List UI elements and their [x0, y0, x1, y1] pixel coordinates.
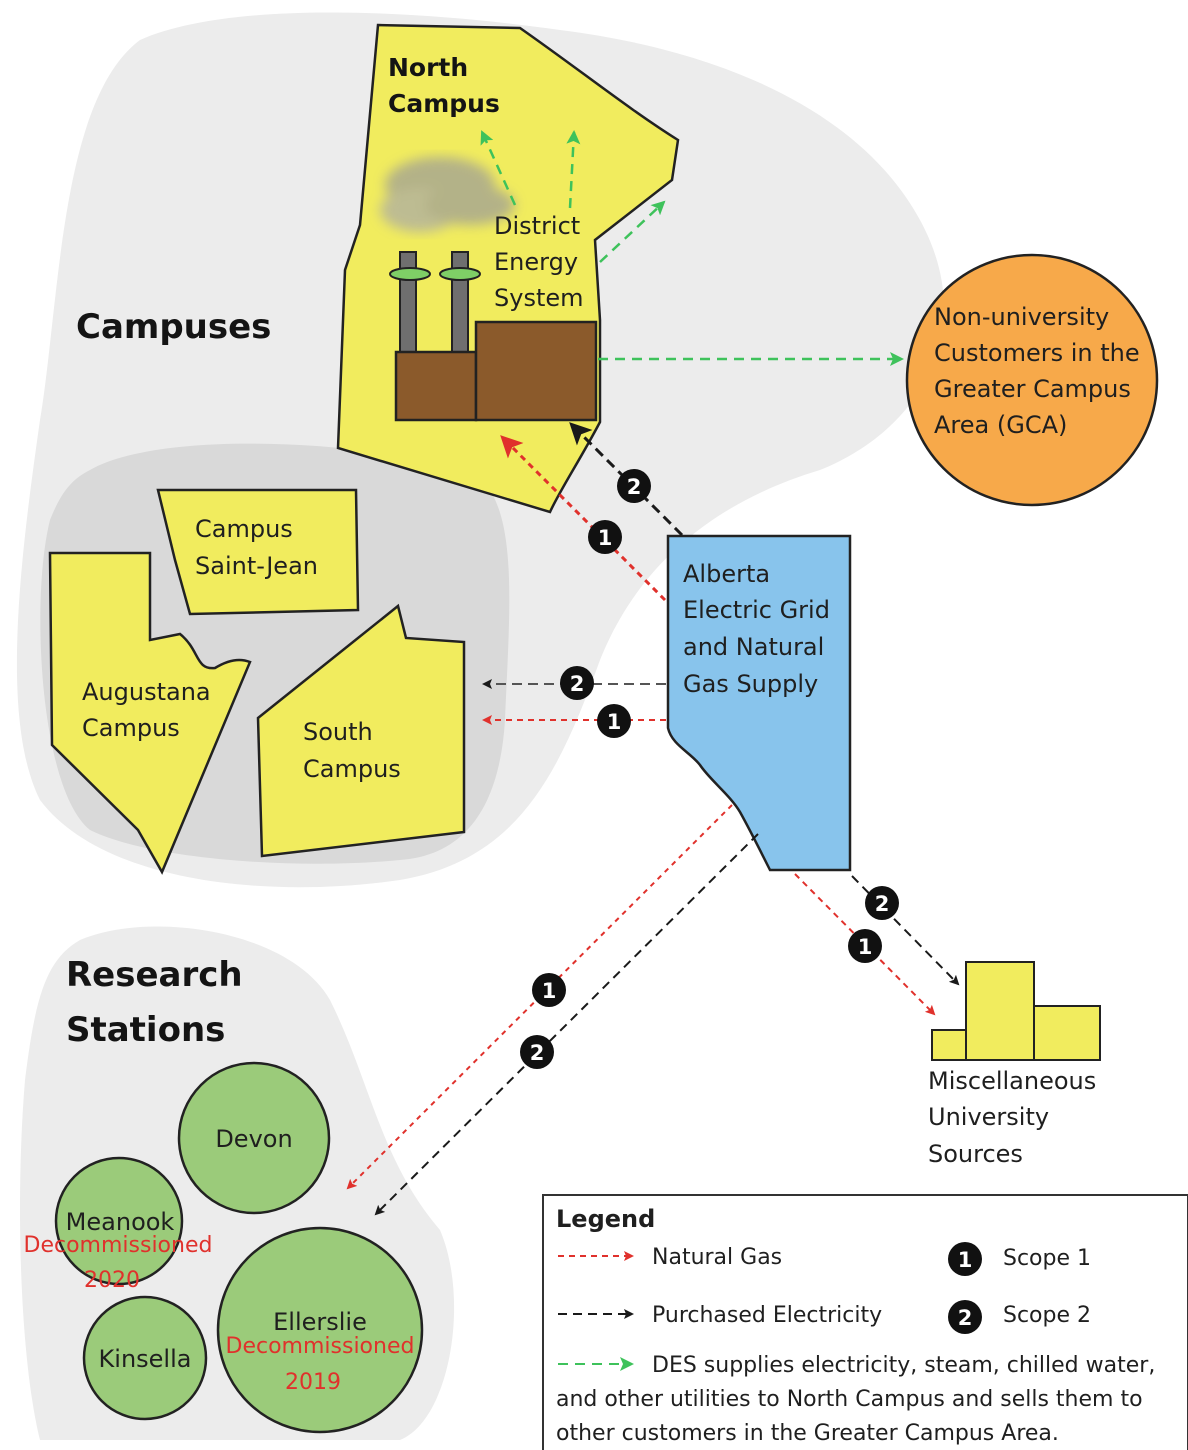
- misc-label-line3: Sources: [928, 1140, 1023, 1168]
- gca-label-line3: Greater Campus: [934, 375, 1131, 403]
- devon-label: Devon: [215, 1125, 292, 1153]
- misc-label-line1: Miscellaneous: [928, 1067, 1096, 1095]
- misc-label-line2: University: [928, 1103, 1049, 1131]
- legend-des-line3: other customers in the Greater Campus Ar…: [556, 1421, 1059, 1446]
- legend: Legend Natural Gas Purchased Electricity…: [542, 1194, 1188, 1450]
- scope-badge-2-research: 2: [520, 1035, 554, 1069]
- scope-badge-1-campuses: 1: [597, 704, 631, 738]
- ellerslie-decommissioned-note: Decommissioned: [226, 1334, 415, 1359]
- campuses-heading: Campuses: [76, 307, 271, 347]
- scope-badge-1-north: 1: [588, 520, 622, 554]
- scope-badge-2-north: 2: [617, 469, 651, 503]
- south-campus-line1: South: [303, 718, 373, 746]
- gca-label-line1: Non-university: [934, 303, 1109, 331]
- scope-badge-1-research: 1: [532, 973, 566, 1007]
- svg-text:2: 2: [627, 475, 642, 499]
- legend-natural-gas-label: Natural Gas: [652, 1245, 782, 1270]
- svg-text:2: 2: [958, 1306, 973, 1330]
- svg-text:1: 1: [958, 1248, 973, 1272]
- campus-saint-jean-shape: [156, 488, 360, 616]
- augustana-campus-shape: [48, 551, 252, 875]
- des-arrow-up-3: [599, 200, 666, 263]
- misc-sources-buildings: [931, 961, 1101, 1061]
- meanook-decommissioned-year: 2020: [84, 1268, 140, 1293]
- legend-scope2-badge: 2: [948, 1300, 982, 1334]
- meanook-station-circle: [54, 1156, 184, 1286]
- electricity-arrow-to-research-stations: [374, 833, 759, 1216]
- legend-des-line1: DES supplies electricity, steam, chilled…: [652, 1353, 1155, 1378]
- gca-label-line2: Customers in the: [934, 339, 1140, 367]
- legend-scope1-label: Scope 1: [1003, 1246, 1091, 1271]
- legend-electricity-label: Purchased Electricity: [652, 1303, 882, 1328]
- gas-arrow-to-north-campus: [500, 435, 667, 602]
- research-stations-heading-line2: Stations: [66, 1010, 225, 1050]
- des-label-line2: Energy: [494, 248, 578, 276]
- north-campus-label-line2: Campus: [388, 89, 500, 118]
- alberta-grid-shape: [666, 534, 852, 872]
- legend-scope1-badge: 1: [948, 1242, 982, 1276]
- legend-scope2-label: Scope 2: [1003, 1303, 1091, 1328]
- smoke-cloud: [380, 157, 515, 232]
- ellerslie-station-circle: [216, 1226, 424, 1434]
- south-campus-shape: [256, 603, 466, 858]
- meanook-label: Meanook: [66, 1208, 175, 1236]
- research-stations-heading-line1: Research: [66, 955, 243, 995]
- legend-title: Legend: [556, 1205, 655, 1233]
- des-arrow-up-1: [480, 130, 517, 206]
- campus-saint-jean-line2: Saint-Jean: [195, 552, 318, 580]
- gca-customers-circle: [905, 253, 1159, 507]
- meanook-decommissioned-note: Decommissioned: [24, 1233, 213, 1258]
- district-energy-system-plant: [389, 251, 598, 422]
- grid-label-line4: Gas Supply: [683, 670, 818, 698]
- ellerslie-decommissioned-year: 2019: [285, 1370, 341, 1395]
- campus-saint-jean-line1: Campus: [195, 515, 293, 543]
- kinsella-station-circle: [82, 1295, 208, 1421]
- augustana-campus-line2: Campus: [82, 714, 180, 742]
- svg-text:2: 2: [875, 892, 890, 916]
- svg-text:2: 2: [530, 1041, 545, 1065]
- electricity-arrow-to-north-campus: [569, 422, 684, 537]
- devon-station-circle: [177, 1061, 331, 1215]
- grid-label-line1: Alberta: [683, 560, 770, 588]
- north-campus-label-line1: North: [388, 53, 468, 82]
- scope-badge-1-misc: 1: [848, 929, 882, 963]
- south-campus-line2: Campus: [303, 755, 401, 783]
- svg-text:1: 1: [607, 710, 622, 734]
- ellerslie-label: Ellerslie: [273, 1308, 367, 1336]
- des-label-line3: System: [494, 284, 584, 312]
- gca-label-line4: Area (GCA): [934, 411, 1067, 439]
- electricity-arrow-to-misc: [851, 875, 960, 986]
- augustana-campus-line1: Augustana: [82, 678, 211, 706]
- svg-text:1: 1: [542, 979, 557, 1003]
- kinsella-label: Kinsella: [99, 1345, 192, 1373]
- scope-badge-2-campuses: 2: [560, 666, 594, 700]
- des-arrow-up-2: [566, 130, 581, 209]
- scope-badge-2-misc: 2: [865, 886, 899, 920]
- svg-text:1: 1: [598, 526, 613, 550]
- grid-label-line3: and Natural: [683, 633, 824, 661]
- svg-text:2: 2: [570, 672, 585, 696]
- des-label-line1: District: [494, 212, 580, 240]
- grid-label-line2: Electric Grid: [683, 596, 830, 624]
- legend-des-line2: and other utilities to North Campus and …: [556, 1387, 1143, 1412]
- svg-text:1: 1: [858, 935, 873, 959]
